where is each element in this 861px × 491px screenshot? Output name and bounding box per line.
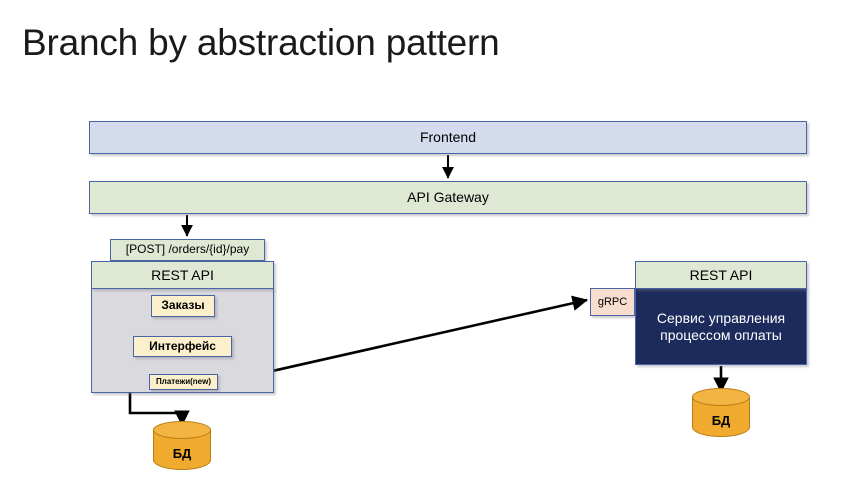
right-service-body[interactable]: Сервис управления процессом оплаты [635, 288, 807, 365]
database-top-ellipse [153, 421, 211, 439]
component-platezhi-new[interactable]: Платежи(new) [149, 374, 218, 390]
api-gateway-box[interactable]: API Gateway [89, 181, 807, 214]
right-service-header[interactable]: REST API [635, 261, 807, 289]
post-endpoint-label[interactable]: [POST] /orders/{id}/pay [110, 239, 265, 261]
right-service-title-line-2: процессом оплаты [660, 326, 782, 343]
component-interfeys[interactable]: Интерфейс [133, 336, 232, 357]
grpc-box[interactable]: gRPC [590, 288, 635, 316]
database-top-ellipse [692, 388, 750, 406]
database-label-right: БД [711, 412, 731, 428]
right-service-title-line-1: Сервис управления [656, 310, 786, 327]
frontend-box[interactable]: Frontend [89, 121, 807, 154]
database-cylinder-right[interactable]: БД [692, 388, 750, 446]
arrow-platezhi-to-grpc [218, 295, 589, 385]
database-cylinder-left[interactable]: БД [153, 421, 211, 479]
component-zakazy[interactable]: Заказы [151, 295, 215, 317]
database-label-left: БД [172, 445, 192, 461]
page-title: Branch by abstraction pattern [22, 22, 500, 63]
left-service-header[interactable]: REST API [91, 261, 274, 289]
